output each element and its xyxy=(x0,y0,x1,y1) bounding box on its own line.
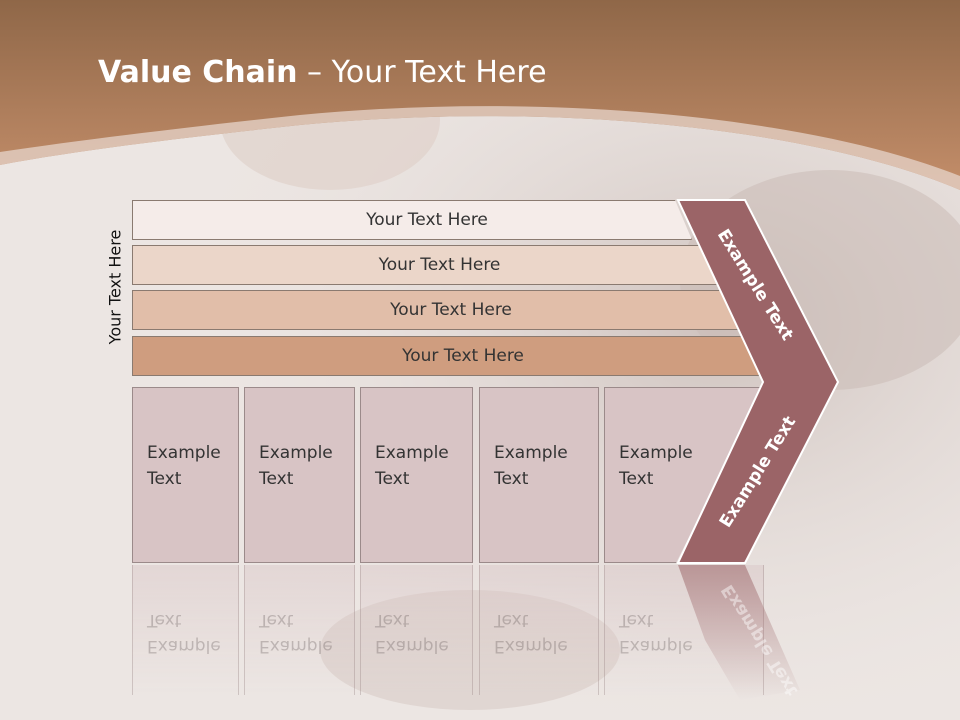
box-1-reflection: Example Text xyxy=(132,565,239,695)
band-2: Your Text Here xyxy=(132,245,717,285)
title-rest: – Your Text Here xyxy=(297,55,547,90)
band-3-label: Your Text Here xyxy=(390,300,512,320)
chevron-reflection xyxy=(678,565,800,700)
title-bold: Value Chain xyxy=(98,55,298,90)
slide-title: Value Chain – Your Text Here xyxy=(98,55,547,90)
box-2: Example Text xyxy=(244,387,355,563)
box-1-label: Example Text xyxy=(147,443,221,489)
box-1: Example Text xyxy=(132,387,239,563)
box-4: Example Text xyxy=(479,387,599,563)
band-2-label: Your Text Here xyxy=(378,255,501,275)
band-1: Your Text Here xyxy=(132,200,692,240)
box-4-label: Example Text xyxy=(494,443,568,489)
band-1-label: Your Text Here xyxy=(366,210,488,230)
band-3: Your Text Here xyxy=(132,290,740,330)
band-4-label: Your Text Here xyxy=(402,346,524,366)
box-3-reflection: Example Text xyxy=(360,565,473,695)
band-4: Your Text Here xyxy=(132,336,764,376)
box-2-reflection: Example Text xyxy=(244,565,355,695)
box-2-label: Example Text xyxy=(259,443,333,489)
chevron-shape xyxy=(676,199,840,564)
box-4-reflection: Example Text xyxy=(479,565,599,695)
box-3-label: Example Text xyxy=(375,443,449,489)
box-3: Example Text xyxy=(360,387,473,563)
box-5-label: Example Text xyxy=(619,443,693,489)
